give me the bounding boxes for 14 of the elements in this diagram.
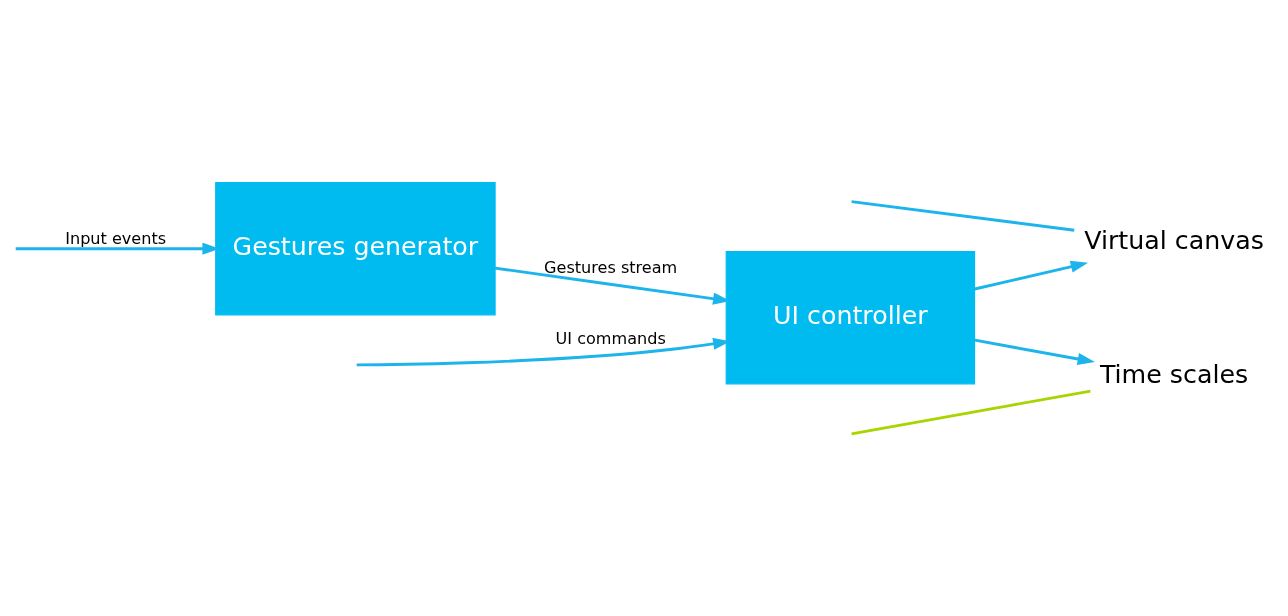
connector (851, 199, 1075, 232)
arrow (974, 260, 1089, 290)
node-box: Gestures generator (215, 181, 496, 315)
arrow (356, 337, 731, 366)
edge-label: UI commands (555, 328, 666, 348)
arrow (494, 266, 731, 305)
arrow (974, 338, 1095, 365)
node-text: Time scales (1099, 359, 1249, 389)
node-text: Virtual canvas (1084, 225, 1264, 255)
connector (851, 389, 1091, 435)
arrow (15, 242, 220, 255)
edge-label: Input events (65, 228, 167, 248)
node-box: UI controller (725, 250, 976, 384)
edge-label: Gestures stream (544, 257, 678, 277)
